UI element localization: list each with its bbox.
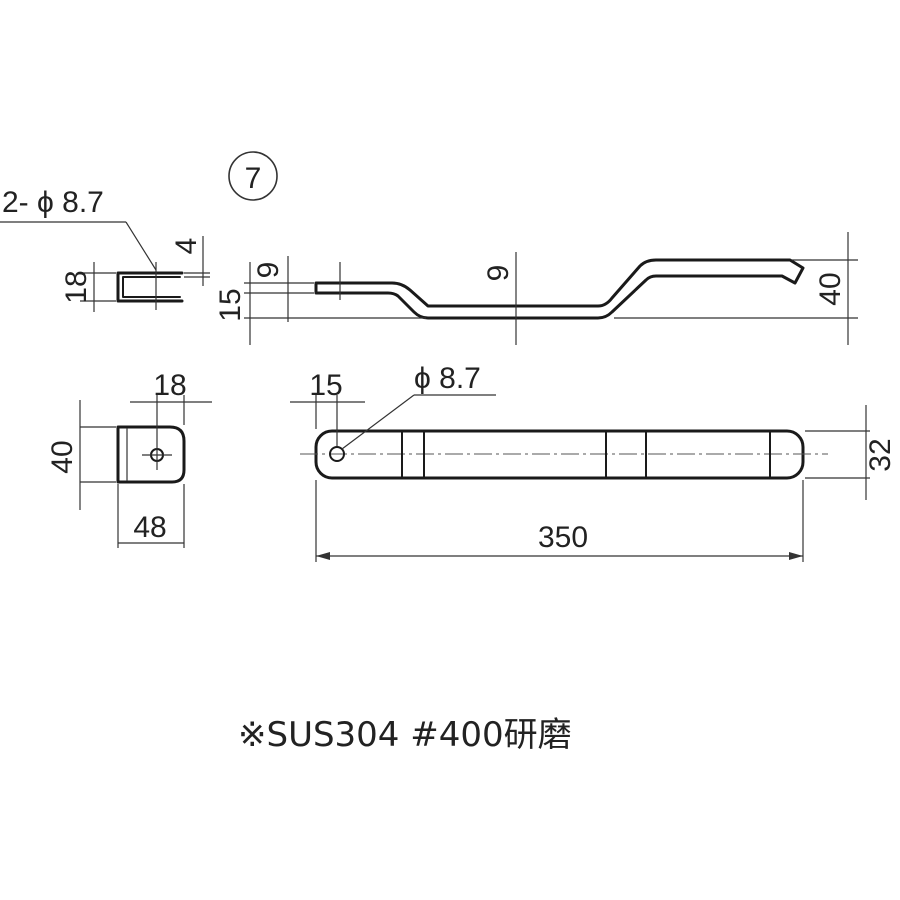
bracket-view: 18 40 48 [46,369,212,548]
bracket-width-label: 18 [153,369,186,402]
part-number-callout: 7 [228,151,278,201]
bar-width-label: 32 [864,438,897,471]
hole-dia-leader [341,394,415,450]
bracket-height-label: 40 [46,440,79,473]
side-view-bar-outline [314,258,805,320]
end-view: 2- ϕ 8.7 18 4 [0,186,210,312]
side-view: 9 15 9 40 [214,232,858,345]
overall-height-label: 40 [814,272,847,305]
holes-leader [125,221,157,271]
bracket-length-label: 48 [133,511,166,544]
holes-dim-label: 2- ϕ 8.7 [2,186,104,219]
hole-dia-label: ϕ 8.7 [414,362,481,395]
bracket-outline [116,425,186,484]
material-note: ※SUS304 #400研磨 [238,715,572,755]
top-view-hole [329,446,345,462]
step-mid-label: 9 [482,265,515,282]
end-offset-label: 15 [214,288,247,321]
part-number: 7 [245,162,262,195]
part-number-circle [228,151,278,201]
thickness-label: 4 [170,238,203,255]
end-view-channel-inner [122,276,181,298]
hole-edge-label: 15 [309,369,342,402]
end-view-channel [116,271,184,303]
overall-length-label: 350 [538,521,588,554]
step-top-label: 9 [252,262,285,279]
top-view: 15 ϕ 8.7 32 350 [290,362,897,562]
end-height-label: 18 [60,270,93,303]
